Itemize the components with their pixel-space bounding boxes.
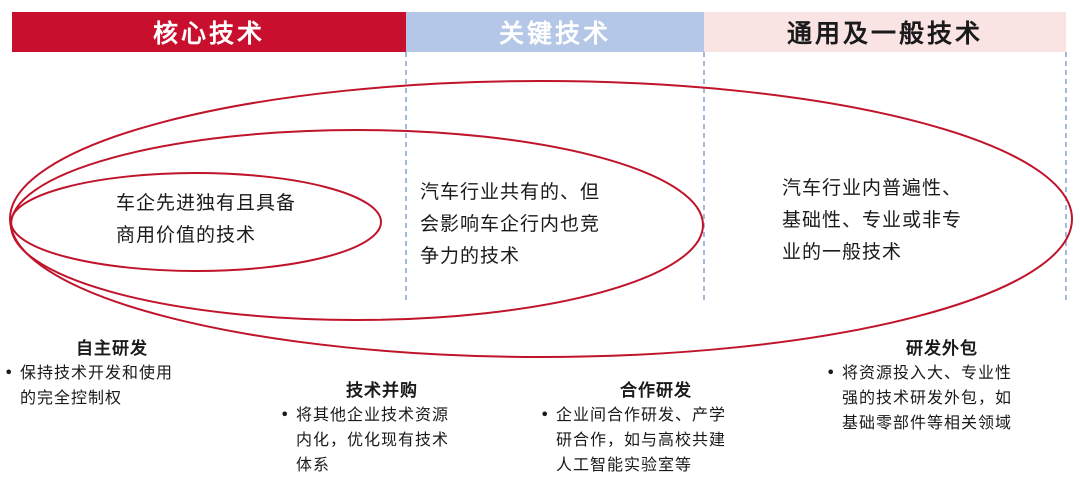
band-key-technology: 关键技术 [406, 12, 704, 52]
approach-desc-line: 内化，优化现有技术 [296, 430, 450, 449]
core-description-line: 商用价值的技术 [116, 224, 257, 246]
approach-title-cooperative-rd: 合作研发 [620, 381, 692, 401]
approach-desc-cooperative-rd: • 企业间合作研发、产学 研合作，如与高校共建 人工智能实验室等 [540, 402, 726, 477]
general-description: 汽车行业内普遍性、 基础性、专业或非专 业的一般技术 [782, 172, 962, 268]
general-description-line: 汽车行业内普遍性、 [782, 177, 963, 199]
approach-desc-independent-rd: • 保持技术开发和使用 的完全控制权 [4, 360, 173, 410]
approach-desc-line: 的完全控制权 [20, 388, 123, 407]
approach-desc-line: 将其他企业技术资源 [296, 405, 450, 424]
bullet-icon: • [280, 405, 291, 424]
approach-title-independent-rd: 自主研发 [76, 339, 148, 359]
band-general-technology: 通用及一般技术 [704, 12, 1066, 52]
approach-desc-acquisition: • 将其他企业技术资源 内化，优化现有技术 体系 [280, 402, 449, 477]
bullet-icon: • [826, 363, 837, 382]
approach-desc-rd-outsourcing: • 将资源投入大、专业性 强的技术研发外包，如 基础零部件等相关领域 [826, 360, 1012, 435]
bullet-icon: • [4, 363, 15, 382]
approach-desc-line: 企业间合作研发、产学 [556, 405, 727, 424]
key-description-line: 汽车行业共有的、但 [420, 181, 601, 203]
approach-title-rd-outsourcing: 研发外包 [906, 339, 978, 359]
band-core-technology: 核心技术 [12, 12, 406, 52]
general-description-line: 业的一般技术 [782, 241, 903, 263]
approach-desc-line: 基础零部件等相关领域 [842, 413, 1013, 432]
bullet-icon: • [540, 405, 551, 424]
key-description-line: 争力的技术 [420, 245, 521, 267]
core-description: 车企先进独有且具备 商用价值的技术 [116, 187, 296, 251]
approach-desc-line: 研合作，如与高校共建 [556, 430, 727, 449]
approach-desc-line: 人工智能实验室等 [556, 455, 693, 474]
approach-desc-line: 将资源投入大、专业性 [842, 363, 1013, 382]
approach-desc-line: 保持技术开发和使用 [20, 363, 174, 382]
ellipse-general [9, 80, 1073, 358]
key-description: 汽车行业共有的、但 会影响车企行内也竞 争力的技术 [420, 176, 600, 272]
approach-desc-line: 体系 [296, 455, 331, 474]
ellipse-core [10, 172, 382, 272]
approach-desc-line: 强的技术研发外包，如 [842, 388, 1013, 407]
approach-title-acquisition: 技术并购 [346, 381, 418, 401]
core-description-line: 车企先进独有且具备 [116, 192, 297, 214]
key-description-line: 会影响车企行内也竞 [420, 213, 601, 235]
general-description-line: 基础性、专业或非专 [782, 209, 963, 231]
